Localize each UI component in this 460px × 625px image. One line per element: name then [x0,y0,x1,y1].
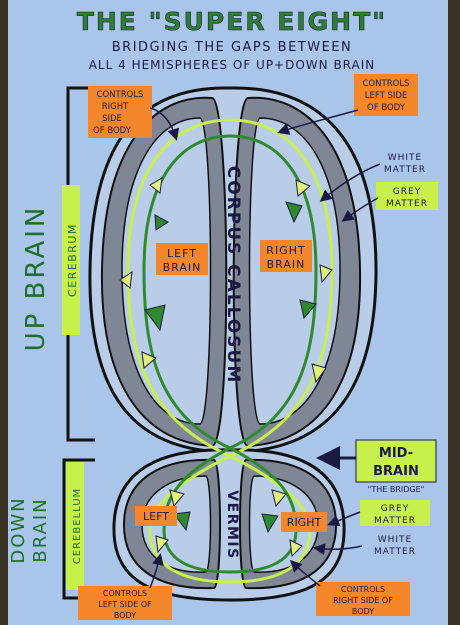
grey-matter-bottom-2: MATTER [374,516,416,526]
poster-title: THE "SUPER EIGHT" [77,7,387,36]
right-lower-tag: RIGHT [287,516,322,529]
down-brain-label-2: BRAIN [30,497,51,562]
down-brain-label-1: DOWN [8,496,29,563]
controls-left-top-arrow [277,109,359,135]
flow-arrow-7 [285,201,303,224]
controls-left-bottom-2: LEFT SIDE OF [98,600,152,609]
controls-left-top-3: OF BODY [367,103,406,113]
controls-right-bottom-arrow [289,559,321,587]
flow-arrow-5 [141,351,157,369]
controls-right-top-1: CONTROLS [97,90,144,100]
left-brain-tag-2: BRAIN [163,261,202,274]
corpus-callosum-label: CORPUS CALLOSUM [223,166,243,385]
cerebellum-highlight [66,462,84,590]
left-brain-tag-1: LEFT [167,247,197,260]
flow-arrow-11 [169,489,185,508]
flow-arrow-16 [289,539,303,558]
vermis-label: VERMIS [224,490,240,559]
white-matter-top-2: MATTER [384,165,426,175]
grey-matter-bottom-arrow [327,511,361,527]
poster-subtitle-2: ALL 4 HEMISPHERES OF UP+DOWN BRAIN [89,58,376,72]
grey-matter-bottom-1: GREY [381,504,409,514]
midbrain-tag-1: MID- [379,446,413,461]
grey-matter-top-1: GREY [393,187,421,197]
cerebrum-label: CEREBRUM [66,223,79,297]
right-brain-tag-1: RIGHT [266,244,305,257]
controls-right-top-arrow [149,107,180,141]
flow-arrow-3 [119,270,133,289]
controls-left-bottom-bg [78,586,172,620]
flow-arrow-12 [173,511,191,532]
controls-left-top-1: CONTROLS [363,79,410,89]
left-lower-tag-bg [135,506,177,526]
midbrain-bridge-note: "THE BRIDGE" [368,485,425,494]
left-brain-tag-bg [156,243,208,275]
controls-left-top-bg [354,74,418,116]
grey-matter-top-2: MATTER [386,199,428,209]
grey-matter-bottom-bg [360,500,430,526]
controls-left-bottom-3: BODY [114,611,136,620]
controls-right-bottom-3: BODY [352,607,374,616]
flow-arrow-1 [149,177,163,194]
flow-arrow-15 [261,513,279,534]
controls-right-top-bg [88,86,152,138]
flow-arrow-2 [154,214,169,231]
cerebrum-highlight [62,185,80,335]
midbrain-tag-2: BRAIN [373,464,419,479]
controls-right-top-4: OF BODY [93,126,132,136]
controls-right-bottom-1: CONTROLS [341,585,385,594]
grey-matter-top-arrow [341,197,379,222]
flow-arrow-14 [271,489,287,508]
flow-arrow-13 [155,535,169,554]
controls-left-bottom-arrow [149,553,164,589]
super-eight-loop-inner [142,134,318,574]
controls-right-bottom-bg [316,582,410,616]
white-matter-bottom-1: WHITE [378,535,413,545]
white-matter-top-arrow [319,163,381,202]
grey-matter-top-bg [376,182,438,210]
right-lower-tag-bg [281,512,327,532]
right-brain-tag-2: BRAIN [267,258,306,271]
controls-right-top-2: RIGHT [102,102,129,112]
controls-left-bottom-1: CONTROLS [103,589,147,598]
midbrain-tag-bg [355,439,437,483]
flow-arrow-4 [144,304,166,332]
cerebellum-label: CEREBELLUM [72,488,83,564]
left-lower-tag: LEFT [143,510,169,523]
flow-arrow-9 [299,299,317,320]
flow-arrow-6 [295,179,311,197]
up-brain-label: UP BRAIN [21,205,51,352]
poster-subtitle-1: BRIDGING THE GAPS BETWEEN [112,40,352,55]
right-brain-tag-bg [260,240,312,272]
flow-arrow-10 [311,363,327,384]
white-matter-top-1: WHITE [388,153,423,163]
white-matter-bottom-arrow [313,543,363,556]
controls-left-top-2: LEFT SIDE [365,91,408,101]
white-matter-bottom-2: MATTER [374,547,416,557]
controls-right-top-3: SIDE [102,114,122,124]
flow-arrow-8 [319,264,333,284]
controls-right-bottom-2: RIGHT SIDE OF [333,596,393,605]
